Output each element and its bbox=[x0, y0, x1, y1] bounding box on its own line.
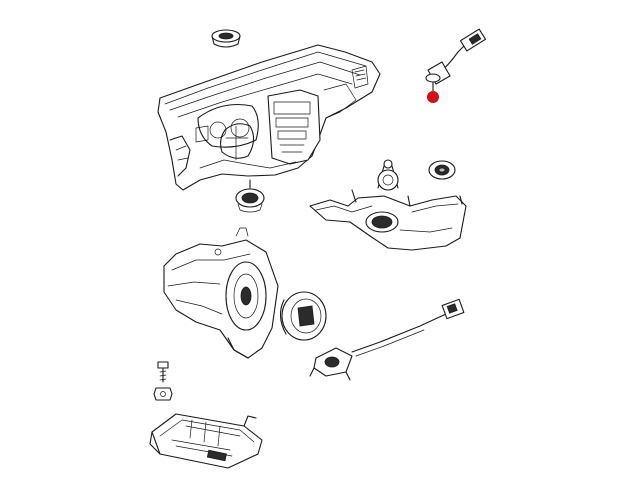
callout-dot-icon bbox=[427, 91, 439, 103]
subwoofer-enclosure bbox=[163, 227, 279, 359]
amplifier bbox=[149, 413, 263, 469]
center-console-bracket bbox=[309, 189, 467, 251]
tweeter-left bbox=[377, 159, 399, 191]
instrument-panel-speaker bbox=[235, 179, 265, 213]
instrument-panel bbox=[157, 44, 381, 191]
fastener-nut bbox=[153, 387, 173, 401]
antenna-cable-module bbox=[309, 298, 465, 381]
door-speaker bbox=[279, 291, 327, 341]
tweeter-right bbox=[428, 160, 456, 180]
dash-top-speaker bbox=[211, 29, 241, 48]
usb-auxiliary-cable bbox=[425, 28, 487, 93]
fastener-bolt bbox=[157, 361, 169, 383]
